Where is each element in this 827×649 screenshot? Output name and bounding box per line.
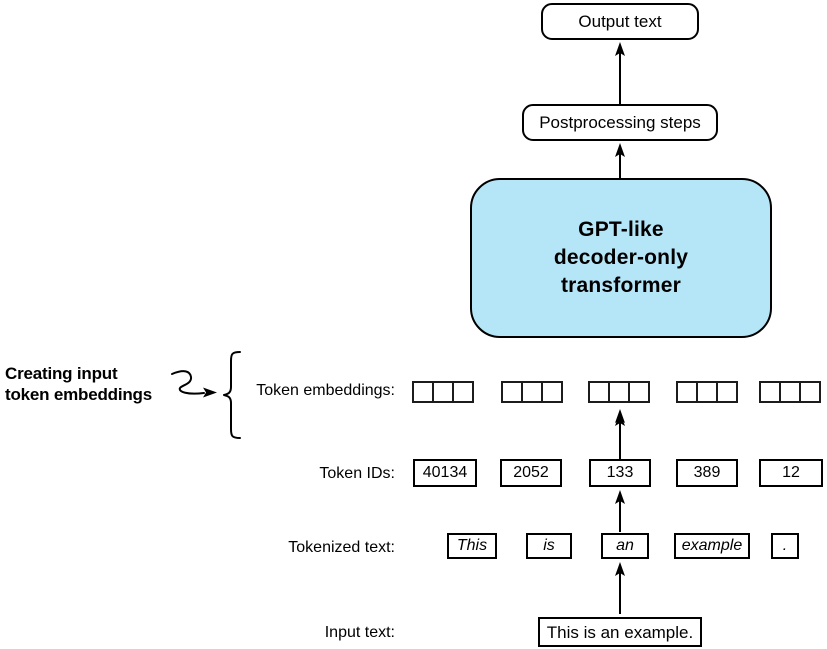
embedding-cell bbox=[608, 381, 630, 403]
token-id-box: 2052 bbox=[500, 459, 562, 487]
token-ids-row-label: Token IDs: bbox=[319, 465, 395, 482]
embedding-cell bbox=[412, 381, 434, 403]
token-id-value: 2052 bbox=[513, 464, 549, 481]
embeddings-curly-brace bbox=[223, 351, 241, 439]
embedding-group-1 bbox=[412, 381, 474, 403]
embedding-cell bbox=[521, 381, 543, 403]
tokenized-text-row-label: Tokenized text: bbox=[288, 539, 395, 556]
arrow-postprocessing-to-output bbox=[615, 42, 625, 104]
token-id-value: 12 bbox=[782, 464, 800, 481]
embedding-cell bbox=[452, 381, 474, 403]
output-text-label: Output text bbox=[578, 12, 662, 31]
embedding-cell bbox=[799, 381, 821, 403]
token-value: . bbox=[782, 537, 788, 554]
embedding-cell bbox=[588, 381, 610, 403]
postprocessing-box: Postprocessing steps bbox=[522, 104, 718, 141]
token-value: example bbox=[681, 537, 743, 554]
token-id-box: 389 bbox=[676, 459, 738, 487]
embedding-cell bbox=[501, 381, 523, 403]
postprocessing-label: Postprocessing steps bbox=[539, 113, 701, 132]
embedding-cell bbox=[696, 381, 718, 403]
embedding-group-5 bbox=[759, 381, 821, 403]
token-id-box: 12 bbox=[759, 459, 823, 487]
embedding-cell bbox=[759, 381, 781, 403]
embedding-group-2 bbox=[501, 381, 563, 403]
embedding-cell bbox=[628, 381, 650, 403]
arrow-inputtext-to-tokenized bbox=[615, 562, 625, 614]
embedding-cell bbox=[676, 381, 698, 403]
arrow-tokenids-to-embeddings bbox=[615, 412, 625, 460]
embedding-cell bbox=[432, 381, 454, 403]
token-id-box: 133 bbox=[589, 459, 651, 487]
embedding-cell bbox=[779, 381, 801, 403]
annotation-line-1: Creating input bbox=[5, 364, 118, 383]
token-box: example bbox=[674, 533, 750, 559]
embedding-cell bbox=[716, 381, 738, 403]
token-embeddings-row-label: Token embeddings: bbox=[256, 382, 395, 399]
output-text-box: Output text bbox=[541, 3, 699, 40]
input-text-value: This is an example. bbox=[546, 622, 694, 642]
transformer-line-3: transformer bbox=[560, 273, 682, 297]
embedding-cell bbox=[541, 381, 563, 403]
token-id-box: 40134 bbox=[413, 459, 477, 487]
embedding-group-3 bbox=[588, 381, 650, 403]
token-value: an bbox=[616, 537, 634, 554]
token-box: an bbox=[601, 533, 649, 559]
creating-embeddings-annotation: Creating input token embeddings bbox=[5, 363, 180, 406]
token-value: This bbox=[456, 537, 488, 554]
transformer-line-2: decoder-only bbox=[553, 246, 689, 270]
squiggle-arrow-icon bbox=[171, 370, 217, 398]
token-box: . bbox=[771, 533, 799, 559]
transformer-line-1: GPT-like bbox=[578, 218, 664, 242]
arrow-transformer-to-postprocessing bbox=[615, 143, 625, 182]
token-box: This bbox=[447, 533, 497, 559]
input-text-row-label: Input text: bbox=[324, 624, 395, 641]
token-box: is bbox=[526, 533, 572, 559]
input-text-box: This is an example. bbox=[538, 617, 702, 647]
token-id-value: 389 bbox=[693, 464, 721, 481]
embedding-group-4 bbox=[676, 381, 738, 403]
annotation-line-2: token embeddings bbox=[5, 385, 152, 405]
arrow-tokenized-to-tokenids bbox=[615, 490, 625, 532]
token-id-value: 133 bbox=[606, 464, 634, 481]
token-id-value: 40134 bbox=[422, 464, 468, 481]
token-value: is bbox=[543, 537, 555, 554]
transformer-block: GPT-like decoder-only transformer bbox=[470, 178, 772, 338]
